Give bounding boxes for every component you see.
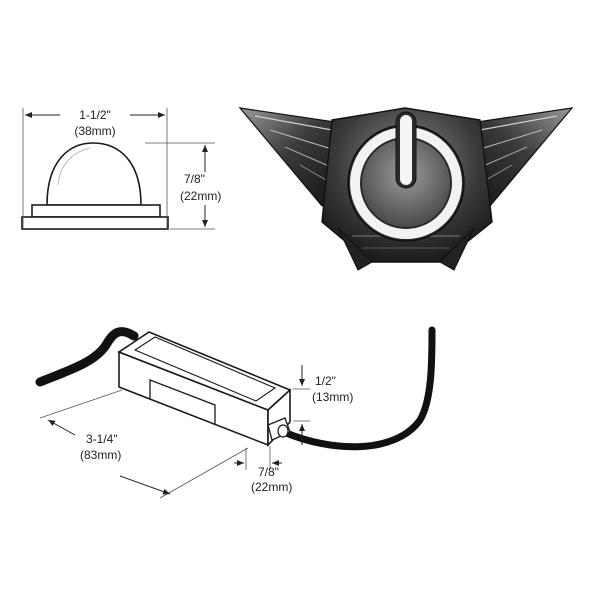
- dome-width-mm: (38mm): [74, 124, 115, 138]
- right-cable: [280, 326, 436, 451]
- dome-bezel: [31, 204, 161, 218]
- dome-width-dimension: 1-1/2" (38mm): [22, 108, 168, 228]
- box-top-panel: [133, 336, 277, 402]
- power-bar-glow: [400, 115, 412, 185]
- box-length-dimension: 3-1/4" (83mm): [39, 389, 249, 499]
- dome-lens: [46, 142, 142, 206]
- junction-box-assembly: [35, 326, 436, 451]
- winged-light-illustration: [238, 107, 574, 271]
- dome-height-dimension: 7/8" (22mm): [145, 142, 221, 230]
- box-height-mm: (13mm): [312, 390, 353, 404]
- box-width-dimension: 7/8" (22mm): [234, 446, 292, 494]
- dome-base: [21, 216, 169, 230]
- box-height-dimension: 1/2" (13mm): [293, 365, 353, 445]
- dome-side-view: [21, 142, 169, 230]
- box-length-inch: 3-1/4": [86, 432, 118, 446]
- dome-height-mm: (22mm): [180, 189, 221, 203]
- box-length-mm: (83mm): [80, 448, 121, 462]
- box-height-inch: 1/2": [315, 374, 336, 388]
- dome-width-inch: 1-1/2": [79, 108, 111, 122]
- dome-height-inch: 7/8": [184, 172, 205, 186]
- left-cable: [35, 327, 139, 387]
- box-width-mm: (22mm): [251, 480, 292, 494]
- box-width-inch: 7/8": [258, 465, 279, 479]
- dome-highlight: [57, 147, 91, 186]
